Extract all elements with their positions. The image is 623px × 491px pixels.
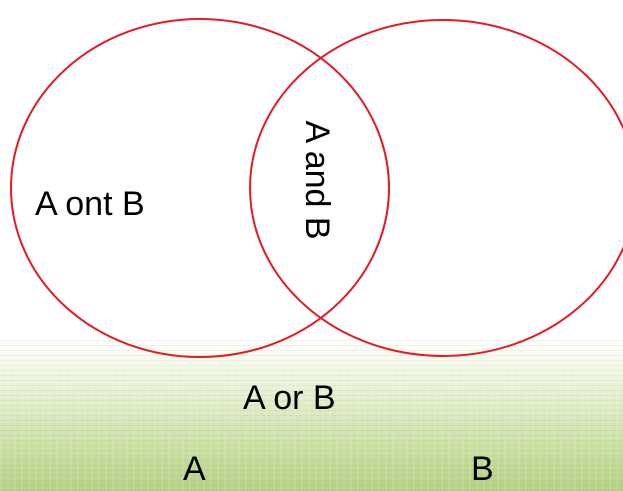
label-a-not-b: A ont B <box>35 185 145 223</box>
label-a-and-b: A and B <box>298 120 336 240</box>
label-set-a: A <box>183 450 206 488</box>
label-set-b: B <box>471 450 494 488</box>
grass-background <box>0 340 623 491</box>
circle-b <box>249 19 623 357</box>
label-a-or-b: A or B <box>243 379 336 417</box>
circle-a <box>10 18 390 358</box>
